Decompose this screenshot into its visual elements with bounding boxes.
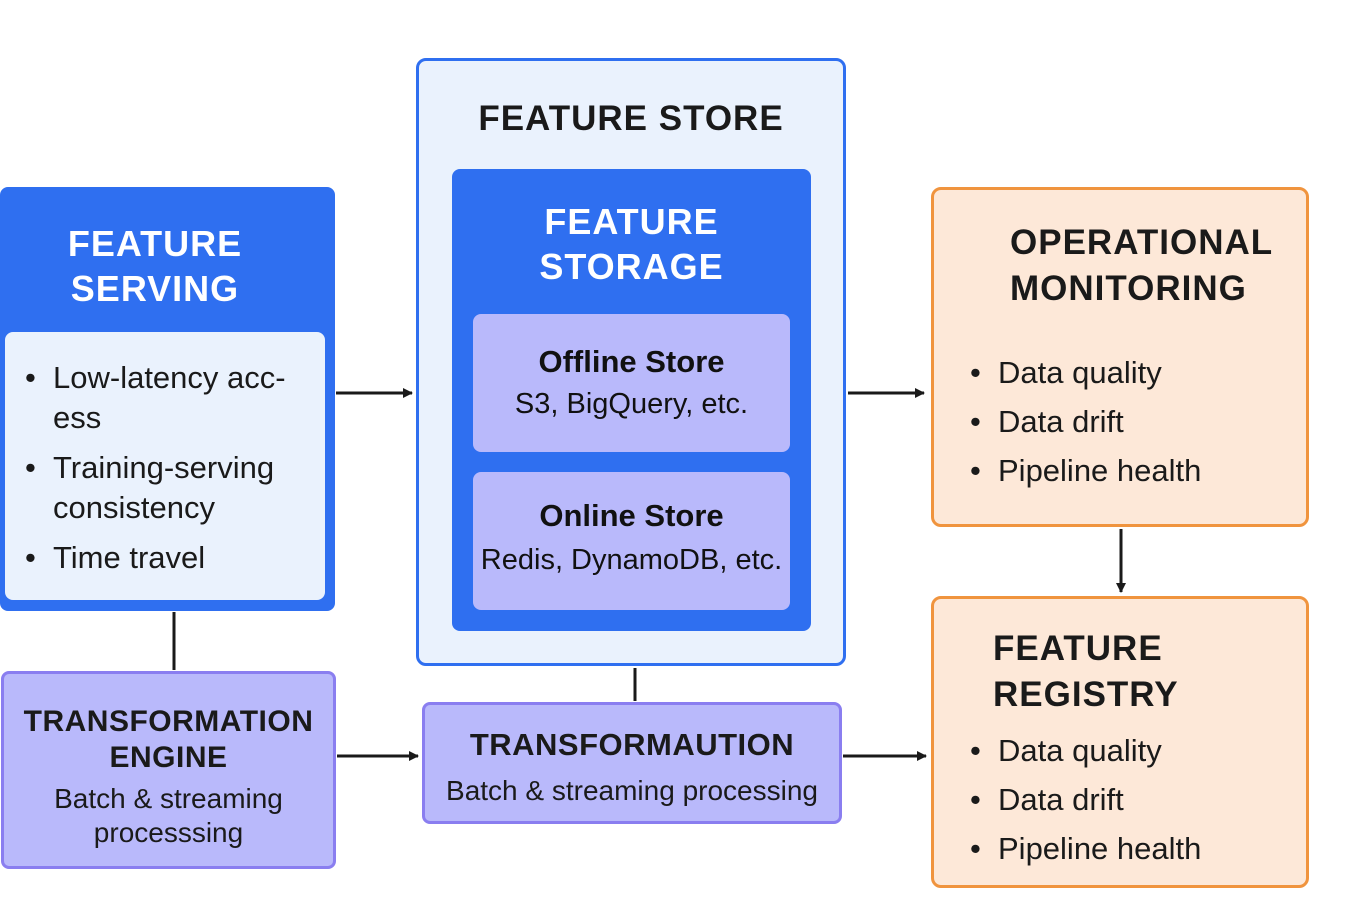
list-item: Data drift	[970, 775, 1201, 824]
feature-registry-box: FEATURE REGISTRY Data quality Data drift…	[931, 596, 1309, 888]
feature-registry-list: Data quality Data drift Pipeline health	[970, 726, 1201, 873]
operational-monitoring-title: OPERATIONAL MONITORING	[1010, 223, 1274, 308]
online-store-box: Online Store Redis, DynamoDB, etc.	[473, 472, 790, 610]
offline-store-box: Offline Store S3, BigQuery, etc.	[473, 314, 790, 452]
list-item: Time travel	[25, 538, 315, 578]
feature-serving-list: Low-latency acc- ess Training-serving co…	[25, 358, 315, 588]
online-store-subtitle: Redis, DynamoDB, etc.	[480, 544, 783, 576]
operational-monitoring-list: Data quality Data drift Pipeline health	[970, 348, 1201, 495]
transformation-box: TRANSFORMAUTION Batch & streaming proces…	[422, 702, 842, 824]
transformation-engine-title: TRANSFORMATION ENGINE	[23, 705, 314, 774]
feature-storage-title: FEATURE STORAGE	[539, 201, 724, 287]
list-item: Pipeline health	[970, 446, 1201, 495]
list-item: Low-latency acc- ess	[25, 358, 315, 438]
operational-monitoring-box: OPERATIONAL MONITORING Data quality Data…	[931, 187, 1309, 527]
list-item: Data quality	[970, 348, 1201, 397]
list-item: Data quality	[970, 726, 1201, 775]
offline-store-subtitle: S3, BigQuery, etc.	[514, 388, 749, 420]
transformation-engine-subtitle: Batch & streaming processsing	[54, 783, 283, 848]
feature-serving-box: FEATURE SERVING Low-latency acc- ess Tra…	[0, 187, 335, 611]
transformation-title: TRANSFORMAUTION	[469, 727, 795, 762]
feature-serving-title: FEATURE SERVING	[67, 223, 243, 309]
feature-registry-title: FEATURE REGISTRY	[993, 629, 1179, 714]
feature-serving-panel: Low-latency acc- ess Training-serving co…	[5, 332, 325, 600]
list-item: Pipeline health	[970, 824, 1201, 873]
list-item: Training-serving consistency	[25, 448, 315, 528]
transformation-subtitle: Batch & streaming processing	[446, 775, 818, 806]
offline-store-title: Offline Store	[538, 344, 725, 379]
online-store-title: Online Store	[539, 498, 724, 533]
list-item: Data drift	[970, 397, 1201, 446]
transformation-engine-box: TRANSFORMATION ENGINE Batch & streaming …	[1, 671, 336, 869]
feature-store-title: FEATURE STORE	[478, 99, 784, 138]
feature-storage-box: FEATURE STORAGE Offline Store S3, BigQue…	[452, 169, 811, 631]
